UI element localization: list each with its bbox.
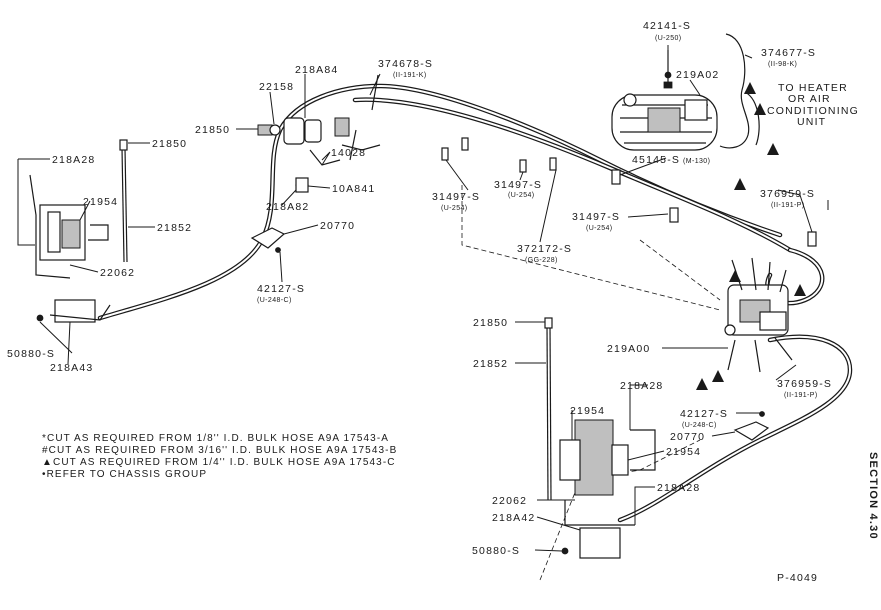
leader-lines bbox=[17, 45, 829, 552]
label-31497-s-c: 31497-S bbox=[572, 211, 620, 223]
label-31497-s-b-sub: (U-254) bbox=[508, 192, 535, 199]
label-218a43: 218A43 bbox=[50, 362, 93, 374]
label-31497-s-a: 31497-S bbox=[432, 191, 480, 203]
label-218a28-b: 218A28 bbox=[620, 380, 663, 392]
label-42127-s-a: 42127-S bbox=[257, 283, 305, 295]
label-218a42: 218A42 bbox=[492, 512, 535, 524]
label-21954-a: 21954 bbox=[83, 196, 118, 208]
label-42141-s: 42141-S bbox=[643, 20, 691, 32]
label-21852-b: 21852 bbox=[473, 358, 508, 370]
label-21954-b: 21954 bbox=[570, 405, 605, 417]
label-219a02: 219A02 bbox=[676, 69, 719, 81]
label-372172-s: 372172-S bbox=[517, 243, 572, 255]
mid-vertical-hose-2 bbox=[549, 324, 552, 501]
heater-note-line3: CONDITIONING bbox=[767, 105, 859, 117]
label-22062-a: 22062 bbox=[100, 267, 135, 279]
note-4: •REFER TO CHASSIS GROUP bbox=[42, 469, 207, 480]
note-2: #CUT AS REQUIRED FROM 3/16'' I.D. BULK H… bbox=[42, 445, 397, 456]
heater-hose-2 bbox=[744, 91, 760, 146]
label-14028: 14028 bbox=[331, 147, 366, 159]
label-374677-s-sub: (II-98-K) bbox=[768, 61, 797, 68]
label-21954-c: 21954 bbox=[666, 446, 701, 458]
label-42141-s-sub: (U-250) bbox=[655, 35, 682, 42]
mid-vertical-hose bbox=[546, 324, 549, 501]
label-20770-a: 20770 bbox=[320, 220, 355, 232]
label-50880-s-b: 50880-S bbox=[472, 545, 520, 557]
note-1: *CUT AS REQUIRED FROM 1/8'' I.D. BULK HO… bbox=[42, 433, 389, 444]
label-42127-s-b: 42127-S bbox=[680, 408, 728, 420]
heater-hose bbox=[719, 33, 750, 149]
right-clamp-20770 bbox=[733, 411, 770, 441]
note-3: ▲CUT AS REQUIRED FROM 1/4'' I.D. BULK HO… bbox=[42, 457, 396, 468]
triangle-markers bbox=[696, 82, 806, 390]
label-218a28-c: 218A28 bbox=[657, 482, 700, 494]
heater-note-line1: TO HEATER bbox=[778, 82, 848, 94]
left-vertical-hose bbox=[121, 147, 125, 263]
heater-unit-219A02 bbox=[611, 50, 718, 151]
part-labels: 42141-S (U-250) 374677-S (II-98-K) TO HE… bbox=[7, 20, 859, 557]
top-left-valve-group bbox=[257, 74, 381, 193]
upper-parallel-hose bbox=[352, 97, 793, 253]
label-50880-s-a: 50880-S bbox=[7, 348, 55, 360]
label-376959-s-b-sub: (II-191-P) bbox=[784, 392, 818, 399]
left-vertical-hose-2 bbox=[124, 147, 128, 263]
heater-note-line2: OR AIR bbox=[788, 93, 831, 105]
cut-notes: *CUT AS REQUIRED FROM 1/8'' I.D. BULK HO… bbox=[42, 433, 397, 480]
label-31497-s-b: 31497-S bbox=[494, 179, 542, 191]
label-376959-s-a-sub: (II-191-P) bbox=[771, 202, 805, 209]
right-valve-cluster-219A00 bbox=[724, 257, 793, 373]
label-45145-s: 45145-S bbox=[632, 154, 680, 166]
figure-id: P-4049 bbox=[777, 572, 818, 584]
label-21850-a: 21850 bbox=[195, 124, 230, 136]
lower-right-hose bbox=[617, 334, 853, 523]
label-374678-s: 374678-S bbox=[378, 58, 433, 70]
label-219a00: 219A00 bbox=[607, 343, 650, 355]
label-374678-s-sub: (II-191-K) bbox=[393, 72, 427, 79]
label-45145-s-sub: (M-130) bbox=[683, 158, 710, 165]
section-label: SECTION 4.30 bbox=[867, 452, 879, 540]
label-42127-s-b-sub: (U-248-C) bbox=[682, 422, 717, 429]
label-376959-s-b: 376959-S bbox=[777, 378, 832, 390]
label-20770-b: 20770 bbox=[670, 431, 705, 443]
label-42127-s-a-sub: (U-248-C) bbox=[257, 297, 292, 304]
label-376959-s-a: 376959-S bbox=[760, 188, 815, 200]
label-372172-s-sub: (GG-228) bbox=[525, 257, 558, 264]
left-reservoir-assembly bbox=[29, 174, 111, 323]
label-10a841: 10A841 bbox=[332, 183, 375, 195]
label-31497-s-a-sub: (U-254) bbox=[441, 205, 468, 212]
hose-routes bbox=[97, 33, 853, 523]
label-374677-s: 374677-S bbox=[761, 47, 816, 59]
heater-note-line4: UNIT bbox=[797, 116, 826, 128]
label-218a82: 218A82 bbox=[266, 201, 309, 213]
label-21852-a: 21852 bbox=[157, 222, 192, 234]
label-218a28-a: 218A28 bbox=[52, 154, 95, 166]
label-22158: 22158 bbox=[259, 81, 294, 93]
label-21850-b: 21850 bbox=[152, 138, 187, 150]
bottom-reservoir-assembly bbox=[559, 419, 656, 559]
lower-right-hose-inner bbox=[619, 335, 852, 521]
label-22062-b: 22062 bbox=[492, 495, 527, 507]
upper-parallel-hose-inner bbox=[354, 98, 791, 251]
small-fittings bbox=[119, 137, 817, 329]
label-31497-s-c-sub: (U-254) bbox=[586, 225, 613, 232]
label-21850-c: 21850 bbox=[473, 317, 508, 329]
label-218a84: 218A84 bbox=[295, 64, 338, 76]
